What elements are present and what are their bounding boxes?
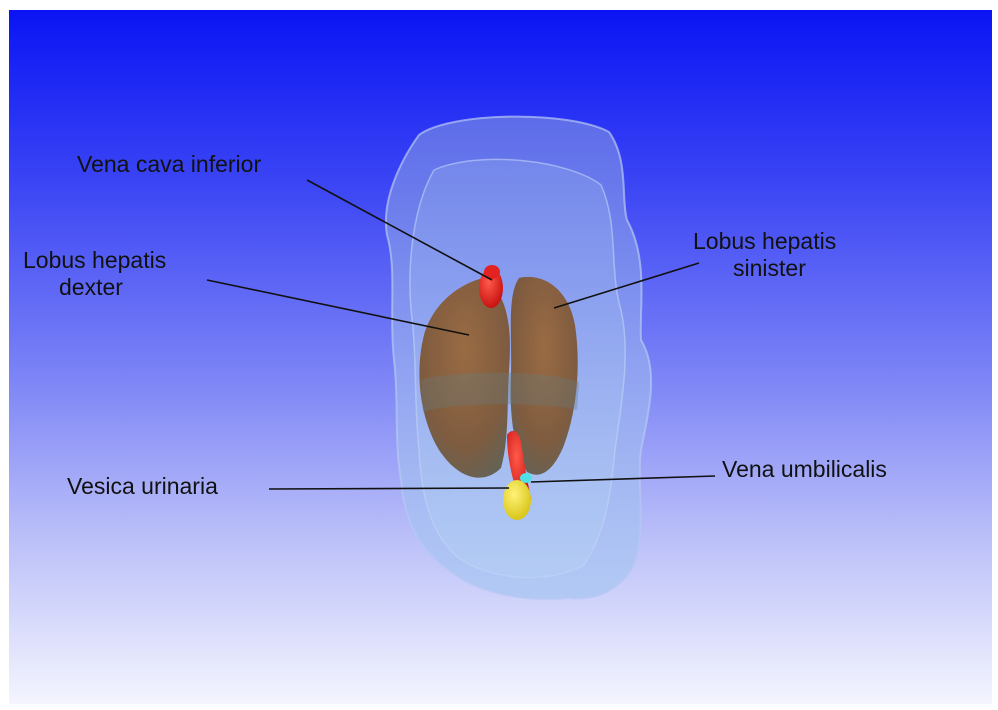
label-vesica-urinaria: Vesica urinaria <box>67 473 218 500</box>
label-lobus-hepatis-sinister: Lobus hepatis sinister <box>693 228 836 282</box>
label-lobus-hepatis-dexter-line2: dexter <box>23 274 166 301</box>
label-vena-cava-inferior: Vena cava inferior <box>77 151 261 178</box>
anatomy-3d-render <box>9 10 992 704</box>
label-vesica-urinaria-text: Vesica urinaria <box>67 473 218 500</box>
label-lobus-hepatis-sinister-line2: sinister <box>693 255 836 282</box>
label-lobus-hepatis-sinister-line1: Lobus hepatis <box>693 228 836 255</box>
vesica-urinaria-shape <box>503 480 531 520</box>
label-vena-umbilicalis-text: Vena umbilicalis <box>722 456 887 483</box>
umbilical-cyan-marker <box>520 473 532 483</box>
label-vena-umbilicalis: Vena umbilicalis <box>722 456 887 483</box>
label-vena-cava-inferior-text: Vena cava inferior <box>77 151 261 178</box>
label-lobus-hepatis-dexter: Lobus hepatis dexter <box>23 247 166 301</box>
render-viewport: Vena cava inferior Lobus hepatis dexter … <box>9 10 992 704</box>
leader-vesica-urinaria <box>269 488 509 489</box>
label-lobus-hepatis-dexter-line1: Lobus hepatis <box>23 247 166 274</box>
